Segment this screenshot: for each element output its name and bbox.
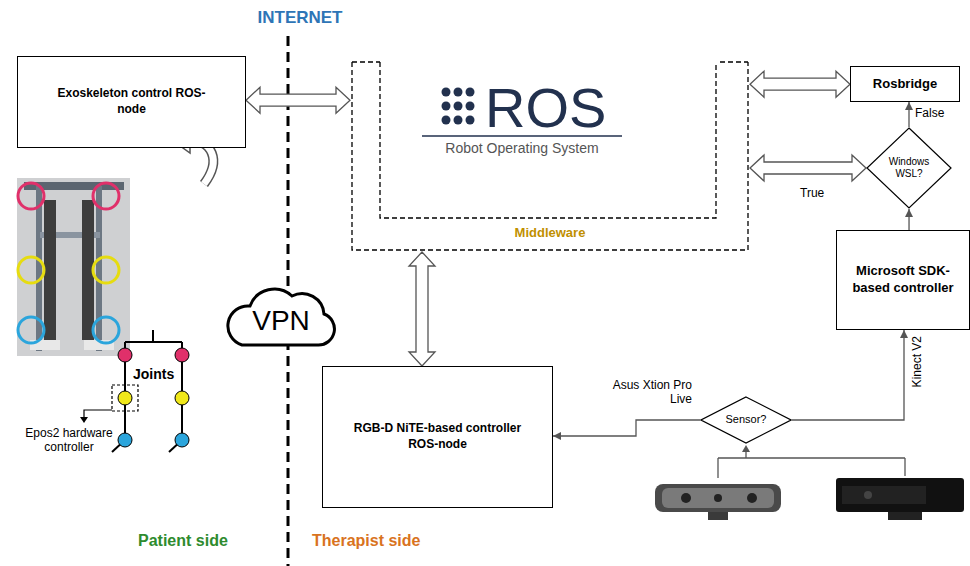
middleware-outline — [352, 62, 748, 250]
process-box: RGB-D NiTE-based controller ROS-node — [322, 366, 553, 508]
schematic-link — [125, 341, 182, 343]
process-box: Exoskeleton control ROS-node — [17, 56, 246, 148]
logo-dot — [442, 102, 451, 111]
sensor-feed — [718, 445, 905, 478]
node-text: VPN — [252, 297, 310, 335]
edge-label: Kinect V2 — [910, 336, 924, 387]
node-text: Rosbridge — [873, 76, 937, 92]
sensor-lens — [681, 493, 691, 503]
node-text: Sensor? — [726, 413, 767, 426]
kinect-v2-sensor — [836, 478, 964, 520]
sensor-body — [836, 478, 964, 512]
edge-label: True — [800, 186, 824, 200]
epos2-bracket — [112, 385, 138, 411]
hip-joint-mark — [18, 183, 44, 209]
node-text: ROS — [485, 80, 606, 136]
diagram-label: INTERNET — [245, 8, 355, 28]
sensor-face — [662, 488, 774, 508]
photo-ground — [17, 178, 130, 356]
node-text: Microsoft SDK-based controller — [844, 263, 962, 297]
ankle-joint-mark — [93, 317, 119, 343]
edge-label: Asus Xtion Pro Live — [592, 378, 692, 407]
logo-dot — [466, 88, 475, 97]
exoskeleton-photo — [17, 178, 130, 356]
ankle-joint — [118, 433, 132, 447]
process-box: Microsoft SDK-based controller — [836, 230, 970, 330]
photo-leg — [44, 200, 56, 340]
ankle-joint — [175, 433, 189, 447]
logo-dot — [466, 102, 475, 111]
sensor-wire — [904, 458, 905, 476]
node-text: Middleware — [350, 225, 750, 241]
knee-joint-mark — [93, 257, 119, 283]
decision-diamond: Sensor? — [700, 396, 792, 444]
node-text: Windows WSL? — [883, 156, 935, 180]
flow-arrow — [908, 209, 909, 230]
logo-dot — [454, 102, 463, 111]
sensor-body — [655, 484, 781, 512]
block-arrow — [750, 71, 850, 97]
logo-dot — [442, 116, 451, 125]
hip-joint — [118, 348, 132, 362]
block-arrow — [409, 252, 435, 366]
sensor-face — [842, 486, 926, 504]
hip-joint — [175, 348, 189, 362]
flow-arrow — [792, 330, 904, 420]
photo-frame — [36, 186, 42, 351]
cloud-outline — [228, 289, 335, 345]
epos2-leader — [84, 410, 112, 418]
sensor-stand — [708, 512, 728, 520]
diagram-label: Therapist side — [312, 532, 420, 550]
middleware-frame: ROS Robot Operating SystemMiddleware — [350, 60, 750, 252]
logo-dot — [466, 116, 475, 125]
node-text: Robot Operating System — [422, 140, 622, 157]
sensor-wire — [717, 458, 718, 478]
sensor-wire-head — [742, 445, 750, 452]
node-text: RGB-D NiTE-based controller ROS-node — [338, 421, 538, 452]
photo-frame — [96, 186, 102, 351]
diamond-outline — [701, 397, 791, 443]
knee-joint — [175, 391, 189, 405]
sensor-stand — [888, 512, 922, 520]
asus-xtion-sensor — [655, 484, 781, 520]
flow-arrow — [908, 102, 909, 127]
diamond-outline — [867, 128, 951, 208]
schematic-link — [152, 330, 154, 342]
logo-dot — [454, 88, 463, 97]
block-arrow — [246, 87, 350, 113]
edge-label: False — [915, 106, 944, 120]
sensor-wire — [745, 451, 746, 458]
node-text: Exoskeleton control ROS-node — [57, 86, 207, 117]
block-arrow — [750, 155, 866, 181]
ankle-joint-mark — [18, 317, 44, 343]
knee-joint-mark — [18, 257, 44, 283]
diagram-label: Patient side — [138, 532, 228, 550]
sensor-lens — [864, 491, 872, 499]
vpn-cloud: VPN — [220, 284, 342, 348]
logo-dot — [454, 116, 463, 125]
flow-arrow — [553, 420, 700, 436]
hip-joint-mark — [93, 183, 119, 209]
epos2-leader-head — [80, 417, 88, 423]
knee-joint — [118, 391, 132, 405]
process-box: Rosbridge — [850, 66, 960, 102]
logo-dot — [442, 88, 451, 97]
sensor-lens — [747, 493, 757, 503]
sensor-lens — [714, 494, 722, 502]
diagram-label: Joints — [133, 366, 174, 382]
decision-diamond: Windows WSL? — [866, 127, 952, 209]
diagram-label: Epos2 hardware controller — [20, 426, 118, 455]
